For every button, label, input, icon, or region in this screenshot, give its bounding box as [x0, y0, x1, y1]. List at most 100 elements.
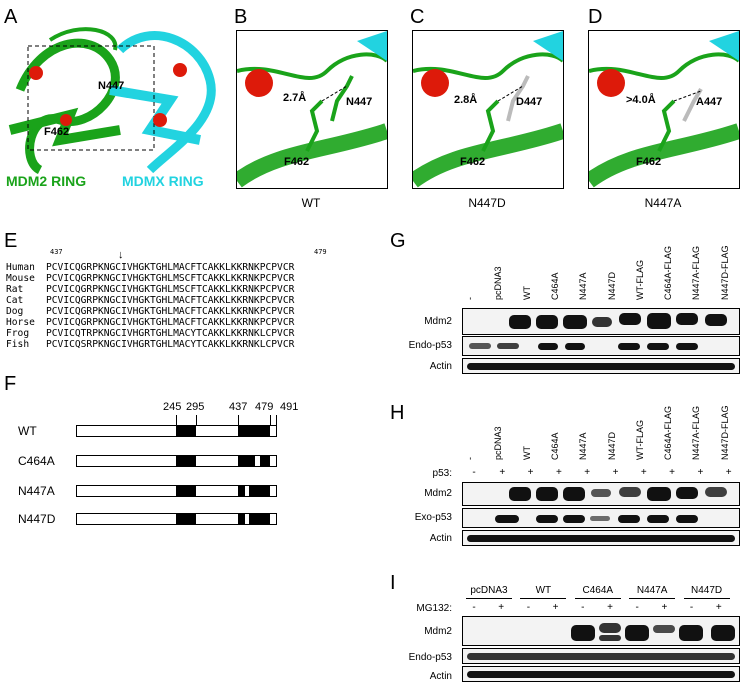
treatment-sign: + [555, 467, 562, 478]
position-437: 437 [229, 401, 248, 413]
construct-n447a-label: N447A [18, 484, 55, 498]
lane-label: N447A-FLAG [691, 245, 702, 300]
caption-n447d: N447D [468, 196, 506, 210]
sequence-row: Horse PCVICQGRPKNGCIVHGKTGHLMACFTCAKKLKKR… [6, 317, 294, 328]
arrow-down-icon: ↓ [118, 249, 124, 261]
treatment-sign: + [498, 602, 505, 613]
panel-letter-e: E [4, 230, 18, 252]
species-name: Horse [6, 317, 35, 328]
group-label: N447D [691, 585, 723, 596]
group-underline [629, 598, 676, 599]
group-underline [520, 598, 567, 599]
treatment-sign: + [640, 467, 647, 478]
panel-letter-d: D [588, 6, 603, 28]
lane-label: - [465, 457, 475, 460]
group-underline [574, 598, 621, 599]
lane-label: N447D-FLAG [719, 405, 730, 460]
tick-491 [276, 415, 277, 425]
sequence-text: PCVICQGRPKNGCIVHGKTGHLMACFTCAKKLKKRNKPCP… [46, 317, 295, 328]
lane-label: N447D [606, 431, 617, 460]
blot-actin-i [462, 666, 740, 682]
treatment-sign: + [499, 467, 506, 478]
treatment-sign: + [584, 467, 591, 478]
row-label-mdm2-g: Mdm2 [424, 316, 452, 327]
construct-n447d-label: N447D [18, 512, 56, 526]
row-label-mdm2-h: Mdm2 [424, 488, 452, 499]
residue-wt: N447 [346, 96, 373, 108]
lane-label: WT [521, 286, 532, 300]
lane-label: WT [521, 446, 532, 460]
construct-c464a-label: C464A [18, 454, 55, 468]
sequence-end-position: 479 [314, 248, 327, 256]
position-295: 295 [186, 401, 205, 413]
panel-letter-c: C [410, 6, 425, 28]
position-491: 491 [280, 401, 299, 413]
species-name: Rat [6, 284, 24, 295]
label-n447: N447 [98, 80, 125, 92]
row-label-actin-i: Actin [429, 671, 452, 682]
blot-exo-p53-h [462, 508, 740, 528]
blot-endo-p53-i [462, 648, 740, 664]
treatment-sign: - [472, 467, 476, 478]
panel-letter-i: I [390, 572, 396, 594]
label-mdmx-ring: MDMX RING [122, 173, 204, 189]
treatment-sign: - [635, 602, 639, 613]
blot-mdm2-h [462, 482, 740, 506]
row-label-endo-p53-i: Endo-p53 [408, 652, 452, 663]
group-label: pcDNA3 [470, 585, 508, 596]
construct-c464a-bar [76, 455, 277, 467]
residue-f462-wt: F462 [284, 156, 310, 168]
treatment-sign: - [689, 602, 694, 613]
treatment-sign: + [607, 602, 613, 613]
construct-wt-label: WT [18, 424, 37, 438]
construct-wt-bar [76, 425, 277, 437]
p53-label: p53: [432, 468, 452, 479]
treatment-sign: + [661, 602, 668, 613]
tick-245 [176, 415, 177, 425]
group-underline [466, 598, 512, 599]
lane-label: pcDNA3 [493, 266, 504, 300]
row-label-exo-p53-h: Exo-p53 [414, 512, 452, 523]
blot-endo-p53-g [462, 336, 740, 356]
lane-label: C464A [549, 432, 560, 460]
lane-label: N447D [606, 271, 617, 300]
lane-label: N447A-FLAG [691, 405, 702, 460]
residue-f462-n447a: F462 [636, 156, 662, 168]
treatment-sign: + [697, 467, 704, 478]
panel-letter-a: A [4, 6, 18, 28]
tick-295 [196, 415, 197, 425]
treatment-sign: - [472, 602, 476, 613]
caption-n447a: N447A [644, 196, 682, 210]
blot-actin-h [462, 530, 740, 546]
treatment-sign: - [581, 602, 585, 613]
sequence-start-position: 437 [50, 248, 63, 256]
row-label-endo-p53-g: Endo-p53 [408, 340, 452, 351]
species-name: Frog [6, 328, 30, 339]
row-label-mdm2-i: Mdm2 [424, 626, 452, 637]
caption-wt: WT [301, 196, 321, 210]
treatment-sign: + [725, 467, 732, 478]
position-479: 479 [255, 401, 274, 413]
lane-label: - [465, 297, 475, 300]
panel-letter-f: F [4, 373, 17, 395]
sequence-text: PCVICQGRPKNGCIVHGKTGHLMSCFTCAKKLKKRNKPCP… [46, 273, 295, 284]
panel-letter-b: B [234, 6, 248, 28]
sequence-text: PCVICQGRPKNGCIVHGKTGHLMACFTCAKKLKKRNKPCP… [46, 262, 295, 273]
blot-mdm2-i [462, 616, 740, 646]
lane-label: WT-FLAG [634, 420, 645, 460]
species-name: Fish [6, 339, 30, 350]
species-name: Human [6, 262, 35, 273]
label-mdm2-ring: MDM2 RING [6, 173, 87, 189]
lane-label: C464A [549, 272, 560, 300]
species-name: Cat [6, 295, 24, 306]
position-245: 245 [163, 401, 182, 413]
group-underline [683, 598, 730, 599]
lane-label: WT-FLAG [634, 260, 645, 300]
construct-n447d-bar [76, 513, 277, 525]
lane-label: C464A-FLAG [663, 405, 674, 460]
distance-n447a: >4.0Å [626, 94, 656, 106]
